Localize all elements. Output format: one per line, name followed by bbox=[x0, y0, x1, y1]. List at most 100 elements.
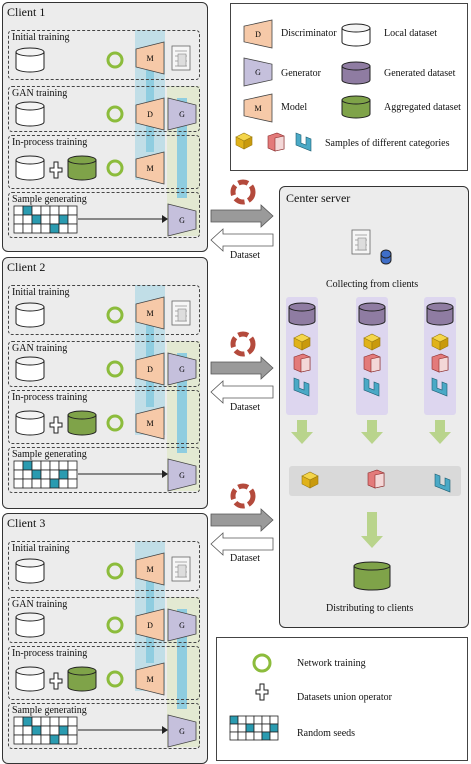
sync-ring bbox=[230, 483, 256, 509]
client-title: Client 1 bbox=[7, 5, 46, 19]
aggregated-dataset-icon bbox=[67, 666, 97, 692]
union-plus-icon bbox=[49, 416, 63, 434]
cylinder-top bbox=[15, 558, 45, 568]
stage-label: In-process training bbox=[12, 392, 88, 403]
seed-arrowhead bbox=[162, 726, 168, 734]
block-shape bbox=[167, 97, 197, 131]
sample-red-icon bbox=[267, 132, 285, 152]
network-training-icon bbox=[106, 105, 124, 123]
dataset-label: Dataset bbox=[230, 250, 260, 261]
generator-block: G bbox=[167, 608, 197, 642]
sample-face bbox=[301, 337, 311, 351]
block-label: M bbox=[146, 54, 153, 63]
transfer-arrows-1 bbox=[210, 179, 274, 252]
block-shape bbox=[135, 552, 165, 586]
stage-label: Sample generating bbox=[12, 705, 87, 716]
sample-face bbox=[370, 356, 381, 373]
sample-face bbox=[439, 337, 449, 351]
cylinder-top bbox=[67, 155, 97, 165]
block-shape bbox=[135, 352, 165, 386]
legend-union-plus-icon bbox=[255, 683, 269, 701]
block-label: D bbox=[147, 110, 153, 119]
sample-red-icon bbox=[293, 353, 311, 373]
cylinder-body bbox=[15, 105, 45, 127]
cylinder-body bbox=[15, 306, 45, 328]
cylinder-top bbox=[358, 302, 386, 312]
block-shape bbox=[167, 458, 197, 492]
client-title: Client 3 bbox=[7, 516, 46, 530]
cylinder-body bbox=[288, 306, 316, 326]
block-label: M bbox=[254, 104, 261, 113]
down-arrow bbox=[291, 420, 313, 444]
dataset-label: Dataset bbox=[230, 402, 260, 413]
local-dataset-icon bbox=[15, 356, 45, 382]
cylinder-top bbox=[380, 249, 392, 259]
stage-gan: GAN training bbox=[8, 341, 200, 387]
block-label: G bbox=[179, 216, 185, 225]
cylinder-top bbox=[341, 61, 371, 71]
cylinder-top bbox=[341, 95, 371, 105]
seed-arrowhead bbox=[162, 215, 168, 223]
sample-red-icon bbox=[367, 469, 385, 489]
sample-face bbox=[431, 377, 448, 397]
cylinder-body bbox=[67, 414, 97, 436]
seed-cell bbox=[261, 723, 271, 733]
block-label: G bbox=[179, 621, 185, 630]
cylinder-top bbox=[15, 410, 45, 420]
generated-dataset-icon bbox=[426, 302, 454, 326]
block-shape bbox=[167, 352, 197, 386]
model-flow-bar bbox=[146, 577, 154, 615]
network-training-icon bbox=[106, 51, 124, 69]
model-block: M bbox=[135, 552, 165, 586]
download-arrow bbox=[210, 532, 274, 556]
sample-face bbox=[300, 356, 311, 373]
model-flow-bar bbox=[146, 66, 154, 104]
legend-network-label: Network training bbox=[297, 658, 366, 669]
cylinder-body bbox=[341, 99, 371, 119]
stage-label: Initial training bbox=[12, 287, 70, 298]
generated-dataset-icon bbox=[288, 302, 316, 326]
client-server-icon bbox=[171, 556, 191, 582]
model-flow-bar bbox=[146, 635, 154, 663]
cylinder-body bbox=[15, 360, 45, 382]
legend-network-training-icon bbox=[252, 653, 272, 673]
cylinder-top bbox=[15, 302, 45, 312]
sample-blue-icon bbox=[295, 132, 312, 152]
block-label: G bbox=[179, 471, 185, 480]
legend-samples-label: Samples of different categories bbox=[325, 138, 450, 149]
model-block: M bbox=[135, 151, 165, 185]
plus-shape bbox=[49, 161, 63, 179]
legend-aggregated-dataset-icon bbox=[341, 95, 371, 119]
server-box bbox=[177, 53, 187, 67]
random-seeds-grid bbox=[13, 460, 78, 489]
sample-blue-icon bbox=[431, 377, 448, 397]
cylinder-body bbox=[353, 565, 391, 591]
server-box bbox=[177, 564, 187, 578]
server-db-icon bbox=[380, 249, 392, 265]
cylinder-top bbox=[426, 302, 454, 312]
sample-yellow-icon bbox=[301, 471, 319, 489]
network-training-icon bbox=[106, 562, 124, 580]
cylinder-top bbox=[353, 561, 391, 571]
stage-label: In-process training bbox=[12, 648, 88, 659]
seed-cell bbox=[245, 731, 255, 741]
server-box bbox=[177, 308, 187, 322]
client-server-icon bbox=[171, 45, 191, 71]
sample-yellow-icon bbox=[363, 333, 381, 351]
discriminator-block: D bbox=[135, 352, 165, 386]
sample-blue-icon bbox=[434, 473, 451, 493]
block-shape bbox=[243, 19, 273, 49]
block-label: M bbox=[146, 565, 153, 574]
block-shape bbox=[167, 714, 197, 748]
stage-gan: GAN training bbox=[8, 86, 200, 132]
distributing-label: Distributing to clients bbox=[326, 603, 414, 614]
sample-face bbox=[295, 132, 312, 152]
sync-icon bbox=[230, 331, 256, 357]
stage-gan: GAN training bbox=[8, 597, 200, 643]
network-training-icon bbox=[106, 616, 124, 634]
block-shape bbox=[135, 296, 165, 330]
collected-column-1 bbox=[286, 297, 318, 444]
cylinder-top bbox=[15, 612, 45, 622]
